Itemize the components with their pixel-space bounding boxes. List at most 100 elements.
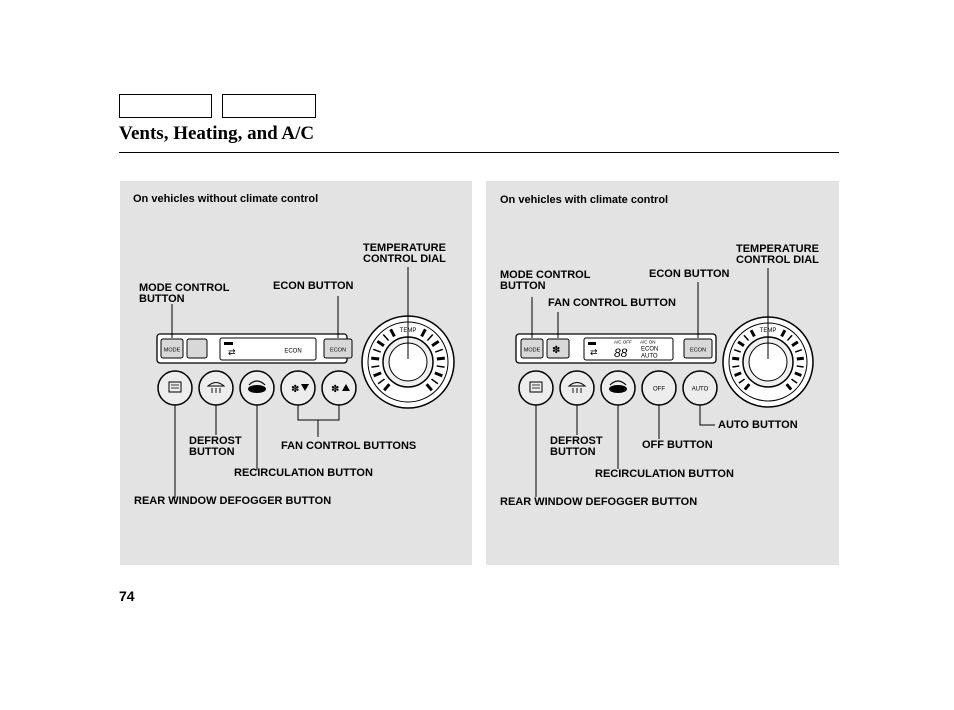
display-recirc-icon: ⇄: [590, 348, 598, 358]
dial-tick: [431, 340, 440, 348]
display-auto-text: AUTO: [641, 354, 658, 360]
hvac-diagram-climate: MODE ✽ ⇄ A/C OFF A/C ON 88 ECON AUTO ECO…: [515, 268, 814, 497]
display-ac-on-text: A/C ON: [640, 340, 656, 345]
temperature-dial-label: TEMPERATURE CONTROL DIAL: [363, 242, 446, 265]
dial-tick: [743, 334, 750, 341]
panel-without-climate-control: MODE ⇄ ECON ECON TEMP ✽ ✽: [120, 181, 472, 565]
display-econ-text: ECON: [641, 347, 658, 353]
nav-tab-previous[interactable]: [119, 94, 212, 118]
mode-button-label: MODE CONTROL BUTTON: [139, 282, 230, 305]
recirculation-button-label: RECIRCULATION BUTTON: [234, 467, 373, 479]
off-button-label: OFF BUTTON: [642, 439, 713, 451]
econ-button[interactable]: [683, 338, 713, 359]
rear-defogger-button-label: REAR WINDOW DEFOGGER BUTTON: [134, 495, 332, 507]
dial-tick: [420, 328, 427, 338]
defrost-button-label: DEFROST BUTTON: [550, 435, 603, 458]
mode-control-button[interactable]: [520, 338, 544, 359]
defrost-icon-lines: [211, 388, 221, 393]
panel-caption: On vehicles without climate control: [133, 193, 319, 205]
rear-defogger-icon-lines: [171, 384, 179, 389]
dial-tick: [749, 329, 756, 338]
dial-tick: [743, 383, 751, 391]
dial-tick: [436, 356, 445, 361]
recirculation-arrow-icon: [609, 380, 627, 386]
mode-key-text: MODE: [164, 348, 181, 354]
temperature-dial-label: TEMPERATURE CONTROL DIAL: [736, 243, 819, 266]
econ-key-text: ECON: [690, 348, 706, 354]
dial-tick: [780, 329, 787, 338]
dial-tick: [434, 348, 444, 353]
dial-tick: [371, 356, 380, 361]
dial-tick: [382, 334, 390, 341]
temperature-scale-ticks: [371, 328, 445, 392]
auto-key-text: AUTO: [692, 387, 709, 393]
rear-defogger-button-label: REAR WINDOW DEFOGGER BUTTON: [500, 496, 698, 508]
econ-key-text: ECON: [330, 348, 346, 354]
status-display: [219, 337, 317, 361]
dial-tick: [796, 365, 804, 368]
dial-tick: [425, 383, 433, 392]
leader-lines: [531, 268, 769, 497]
dial-tick: [436, 365, 445, 368]
dial-tick: [376, 340, 385, 348]
dial-tick: [426, 334, 434, 341]
nav-tab-next[interactable]: [222, 94, 316, 118]
display-segment: [224, 342, 233, 345]
page-title: Vents, Heating, and A/C: [119, 123, 315, 144]
status-display: [583, 337, 674, 361]
fan-control-button-label: FAN CONTROL BUTTON: [548, 297, 676, 309]
econ-button[interactable]: [323, 338, 353, 359]
recirculation-car-icon: [248, 385, 266, 393]
display-recirc-icon: ⇄: [228, 348, 236, 358]
display-ac-off-text: A/C OFF: [614, 340, 632, 345]
mode-control-button[interactable]: [160, 338, 184, 359]
mode-button-label: MODE CONTROL BUTTON: [500, 269, 591, 292]
econ-button-label: ECON BUTTON: [649, 268, 730, 280]
dial-tick: [372, 348, 382, 353]
fan-icon: ✽: [331, 384, 339, 395]
auto-button-label: AUTO BUTTON: [718, 419, 798, 431]
recirculation-arrow-icon: [248, 380, 266, 386]
fan-icon: ✽: [291, 384, 299, 395]
rear-defogger-icon: [168, 381, 182, 393]
fan-control-button[interactable]: [546, 338, 570, 359]
fan-down-arrow-icon: [301, 384, 309, 391]
dial-tick: [373, 371, 382, 378]
dial-tick: [732, 356, 740, 361]
dial-tick: [383, 383, 391, 392]
title-divider: [119, 152, 839, 153]
leader-lines: [171, 267, 409, 498]
dial-tick: [791, 378, 798, 384]
defrost-icon: [567, 382, 587, 387]
defrost-icon-lines: [572, 388, 582, 393]
defrost-button-label: DEFROST BUTTON: [189, 435, 242, 458]
rear-defogger-icon: [529, 381, 543, 393]
fan-control-buttons-label: FAN CONTROL BUTTONS: [281, 440, 417, 452]
hvac-diagram-manual: MODE ⇄ ECON ECON TEMP ✽ ✽: [156, 267, 455, 498]
dial-tick: [377, 378, 385, 385]
econ-button-label: ECON BUTTON: [273, 280, 354, 292]
dial-tick: [389, 328, 396, 338]
temperature-scale-ticks: [732, 329, 804, 391]
dial-tick: [785, 383, 793, 391]
dial-tick: [794, 371, 802, 377]
display-segment: [588, 342, 596, 345]
panel-caption: On vehicles with climate control: [500, 194, 669, 206]
page-number: 74: [119, 588, 135, 604]
dial-tick: [794, 348, 803, 353]
rear-defogger-icon-lines: [532, 384, 540, 389]
dial-tick: [732, 365, 740, 368]
dial-tick: [791, 340, 799, 348]
display-digits: 88: [614, 346, 628, 360]
fan-icon: ✽: [552, 345, 560, 356]
panel-with-climate-control: MODE ✽ ⇄ A/C OFF A/C ON 88 ECON AUTO ECO…: [486, 181, 839, 565]
dial-tick: [734, 371, 742, 377]
dial-tick: [431, 378, 439, 385]
dial-tick: [737, 340, 745, 348]
fan-up-arrow-icon: [342, 384, 350, 391]
dial-tick: [434, 371, 443, 378]
blank-button: [186, 338, 208, 359]
mode-key-text: MODE: [524, 348, 541, 354]
dial-tick: [733, 348, 742, 353]
dial-tick: [738, 378, 745, 384]
